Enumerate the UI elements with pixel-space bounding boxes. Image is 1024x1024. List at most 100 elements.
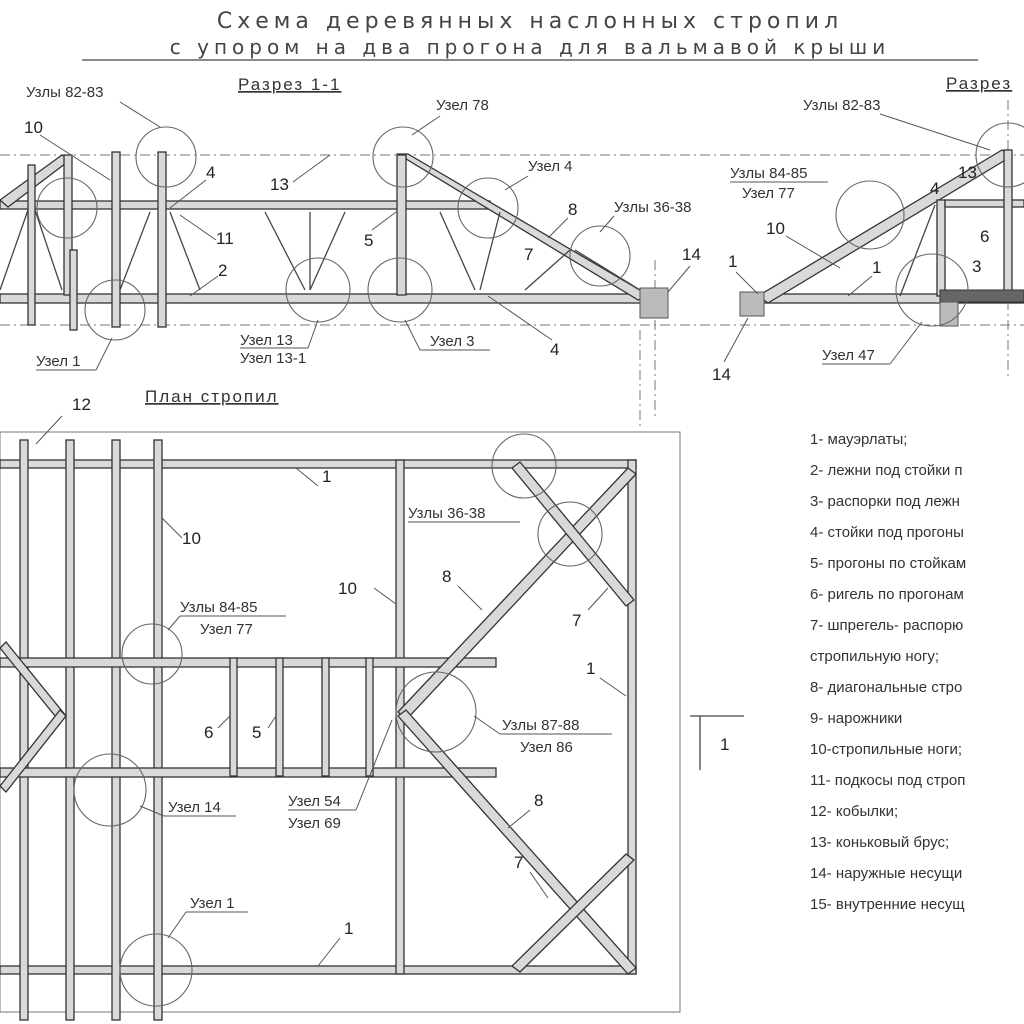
callout-1-plan-right: 1 <box>586 659 595 678</box>
label-nodes-82-83: Узлы 82-83 <box>26 84 103 101</box>
legend-item-3: 3- распорки под лежн <box>810 493 960 510</box>
diagonal-rafter-8-bottom <box>397 709 637 975</box>
callout-7: 7 <box>524 245 533 264</box>
tie-6 <box>229 657 238 777</box>
diagonal-left-top <box>0 641 67 723</box>
label-node-3: Узел 3 <box>430 333 475 350</box>
label-nodes-36-38: Узлы 36-38 <box>614 199 691 216</box>
callout-1-right-a: 1 <box>728 252 737 271</box>
node-circle <box>84 279 146 341</box>
callout-6-right: 6 <box>980 227 989 246</box>
callout-1-plan-bottom: 1 <box>344 919 353 938</box>
node-circle <box>395 671 477 753</box>
callout-10-plan-b: 10 <box>338 579 357 598</box>
left-post <box>63 154 73 296</box>
rafter-v <box>65 439 75 1021</box>
label-node-78: Узел 78 <box>436 97 489 114</box>
purlin-top <box>0 657 497 668</box>
post-a <box>27 164 36 326</box>
legend-item-7: 7- шпрегель- распорю <box>810 617 964 634</box>
node-circle <box>367 257 433 323</box>
section-2-title: Разрез <box>946 74 1012 93</box>
post-section-2 <box>936 199 946 297</box>
legend-item-14: 14- наружные несущи <box>810 865 963 882</box>
callout-4: 4 <box>206 163 215 182</box>
callout-1-plan-top: 1 <box>322 467 331 486</box>
callout-8-plan-a: 8 <box>442 567 451 586</box>
callout-2: 2 <box>218 261 227 280</box>
purlin-section-2 <box>944 199 1024 208</box>
legend-item-13: 13- коньковый брус; <box>810 834 950 851</box>
label-nodes-87-88: Узлы 87-88 <box>502 717 579 734</box>
sill-beam <box>0 293 656 304</box>
label-node-69: Узел 69 <box>288 815 341 832</box>
drawing-title: Схема деревянных наслонных стропил <box>217 9 843 34</box>
diagonal-left-bottom <box>0 709 67 793</box>
callout-12: 12 <box>72 395 91 414</box>
ridge-post-section-2 <box>1003 149 1013 301</box>
label-nodes-36-38-plan: Узлы 36-38 <box>408 505 485 522</box>
callout-6-plan: 6 <box>204 723 213 742</box>
tie-5 <box>275 657 284 777</box>
callout-4-lower: 4 <box>550 340 559 359</box>
rafter-v <box>111 439 121 1021</box>
callout-1-right-b: 1 <box>872 258 881 277</box>
legend-item-12: 12- кобылки; <box>810 803 899 820</box>
callout-5: 5 <box>364 231 373 250</box>
node-circle <box>835 180 905 250</box>
tie <box>321 657 330 777</box>
callout-3-right: 3 <box>972 257 981 276</box>
node-circle <box>372 126 434 188</box>
callout-5-plan: 5 <box>252 723 261 742</box>
post-b <box>69 249 78 331</box>
callout-4-right: 4 <box>930 179 939 198</box>
section-1-1: Разрез 1-1 <box>0 75 720 430</box>
label-node-1-section: Узел 1 <box>36 353 81 370</box>
node-circle <box>135 126 197 188</box>
plan-title: План стропил <box>145 387 279 406</box>
section-2: Разрез Узлы 82-83 Узлы 84-85 Узел 77 Узе… <box>700 74 1024 384</box>
legend-item-15: 15- внутренние несущ <box>810 896 965 913</box>
label-node-13-1: Узел 13-1 <box>240 350 306 367</box>
legend-item-7-cont: стропильную ногу; <box>810 648 940 665</box>
callout-14: 14 <box>682 245 701 264</box>
callout-11: 11 <box>216 229 234 248</box>
callout-7-plan-b: 7 <box>514 853 523 872</box>
label-nodes-84-85-plan: Узлы 84-85 <box>180 599 257 616</box>
plate-top <box>0 459 637 469</box>
purlin-bottom <box>0 767 497 778</box>
node-circle <box>285 257 351 323</box>
legend-item-2: 2- лежни под стойки п <box>810 462 963 479</box>
post-11 <box>157 151 167 328</box>
callout-10-plan-a: 10 <box>182 529 201 548</box>
node-circle <box>491 433 557 499</box>
node-circle <box>569 225 631 287</box>
section-mark-1: 1 <box>720 735 729 754</box>
callout-8-plan-b: 8 <box>534 791 543 810</box>
callout-8: 8 <box>568 200 577 219</box>
label-nodes-82-83-right: Узлы 82-83 <box>803 97 880 114</box>
support-block-section-2 <box>739 291 765 317</box>
label-node-13: Узел 13 <box>240 332 293 349</box>
label-node-86: Узел 86 <box>520 739 573 756</box>
node-circle <box>975 122 1024 188</box>
plan-frame <box>0 431 681 1013</box>
legend-item-6: 6- ригель по прогонам <box>810 586 964 603</box>
legend-item-10: 10-стропильные ноги; <box>810 741 963 758</box>
purlin-beam <box>0 200 491 210</box>
node-circle <box>73 753 147 827</box>
node-circle <box>36 177 98 239</box>
node-circle <box>537 501 603 567</box>
plate-right <box>627 459 637 975</box>
post-10 <box>111 151 121 328</box>
callout-10: 10 <box>24 118 43 137</box>
label-node-4: Узел 4 <box>528 158 573 175</box>
label-node-77-right: Узел 77 <box>742 185 795 202</box>
strut-3 <box>939 289 1024 303</box>
legend: 1- мауэрлаты; 2- лежни под стойки п 3- р… <box>810 424 1024 920</box>
node-circle <box>895 253 969 327</box>
callout-14-right: 14 <box>712 365 731 384</box>
legend-item-8: 8- диагональные стро <box>810 679 963 696</box>
node-circle <box>121 623 183 685</box>
